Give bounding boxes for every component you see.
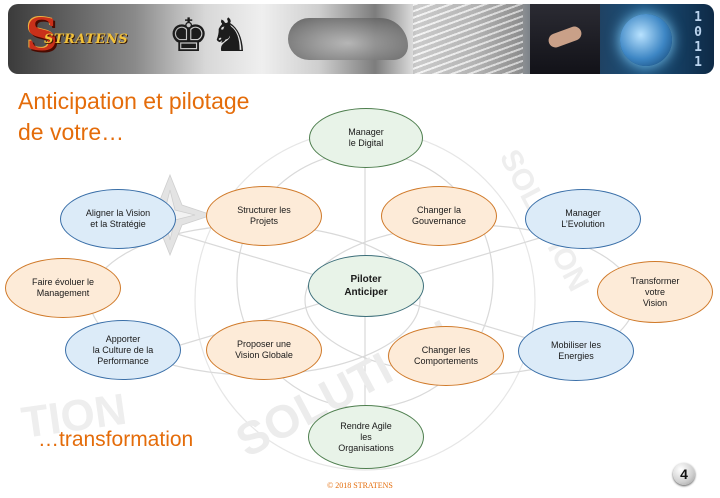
node-proposer-vision[interactable]: Proposer une Vision Globale: [206, 320, 322, 380]
globe-icon: [620, 14, 672, 66]
node-transformer-vision[interactable]: Transformer votre Vision: [597, 261, 713, 323]
node-faire-evoluer[interactable]: Faire évoluer le Management: [5, 258, 121, 318]
binary-digits: 1 0 1 1: [694, 10, 702, 70]
slide-subtitle: …transformation: [38, 428, 194, 451]
slide-title-line1: Anticipation et pilotage: [18, 88, 250, 114]
node-mobiliser-energies[interactable]: Mobiliser les Energies: [518, 321, 634, 381]
node-manager-evolution[interactable]: Manager L’Evolution: [525, 189, 641, 249]
page-number-badge: 4: [673, 463, 695, 485]
slide-title-line2: de votre…: [18, 119, 125, 145]
header-banner: ♚♞ 1 0 1 1 S STRATENS: [8, 4, 714, 74]
fiber-strands-image: [413, 4, 523, 74]
node-structurer-projets[interactable]: Structurer les Projets: [206, 186, 322, 246]
node-changer-comportements[interactable]: Changer les Comportements: [388, 326, 504, 386]
node-manager-digital[interactable]: Manager le Digital: [309, 108, 423, 168]
logo-text: STRATENS: [44, 32, 129, 47]
handshake-image: [288, 18, 408, 60]
node-aligner-vision[interactable]: Aligner la Vision et la Stratégie: [60, 189, 176, 249]
node-apporter-culture[interactable]: Apporter la Culture de la Performance: [65, 320, 181, 380]
stratens-logo[interactable]: S STRATENS: [22, 14, 128, 62]
logo-letter: S: [26, 10, 58, 61]
node-rendre-agile[interactable]: Rendre Agile les Organisations: [308, 405, 424, 469]
node-changer-gouvernance[interactable]: Changer la Gouvernance: [381, 186, 497, 246]
chess-pieces-icon: ♚♞: [168, 9, 251, 61]
slide-title: Anticipation et pilotage de votre…: [18, 86, 249, 148]
node-piloter-anticiper[interactable]: Piloter Anticiper: [308, 255, 424, 317]
copyright-text: © 2018 STRATENS: [327, 481, 393, 490]
